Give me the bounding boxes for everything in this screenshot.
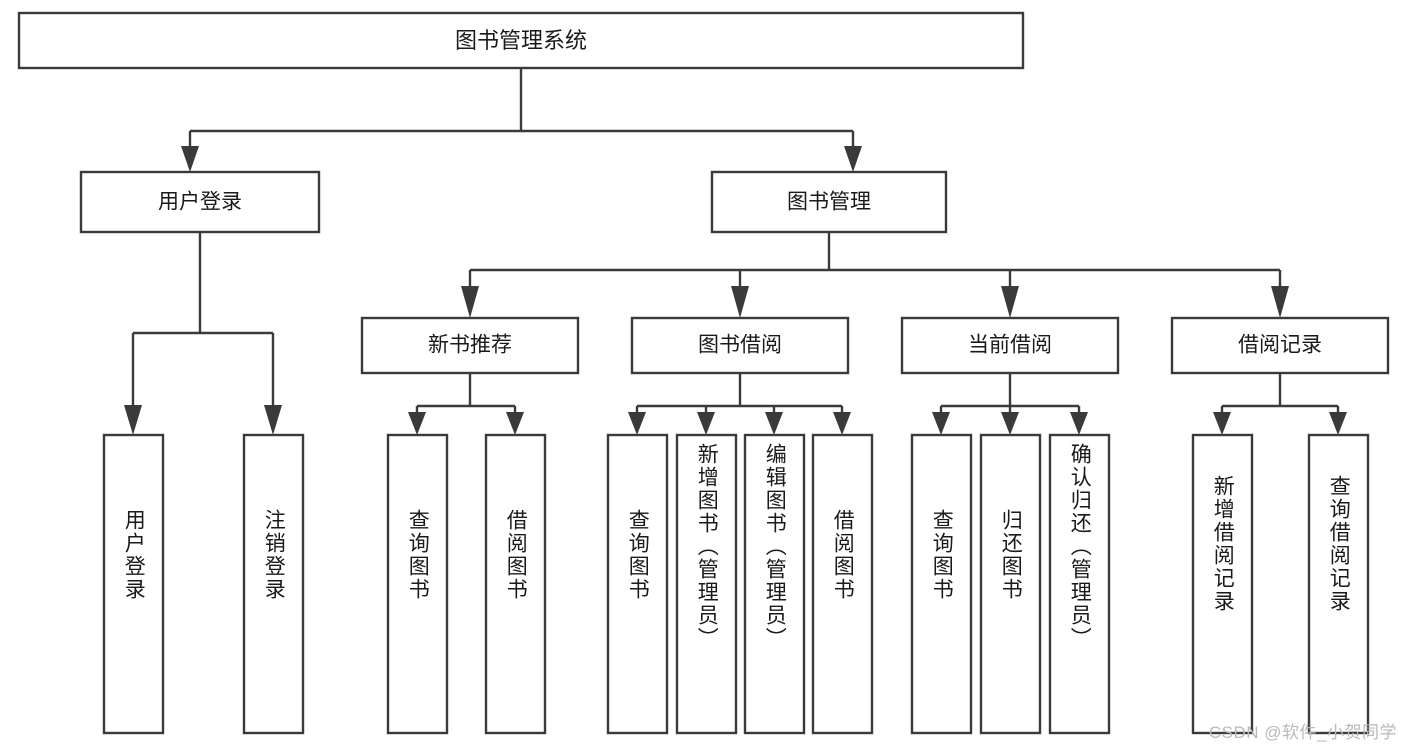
node-user-login-label: 用户登录: [158, 191, 242, 214]
node-borrow-record-label: 借阅记录: [1238, 334, 1322, 357]
leaf-box[interactable]: [1307, 433, 1370, 735]
leaf-boxes-current-borrow: [910, 433, 1111, 735]
leaf-boxes-borrow-record: [1191, 433, 1370, 735]
node-root[interactable]: 图书管理系统: [17, 11, 1025, 70]
leaf-box[interactable]: [484, 433, 547, 735]
leaf-box[interactable]: [102, 433, 165, 735]
leaf-box[interactable]: [386, 433, 449, 735]
connector-root-to-level1: [181, 68, 862, 172]
node-book-borrow[interactable]: 图书借阅: [630, 316, 850, 375]
node-current-borrow-label: 当前借阅: [968, 334, 1052, 357]
connector-new-book-to-leaves: [408, 373, 524, 435]
node-borrow-record[interactable]: 借阅记录: [1170, 316, 1390, 375]
leaf-box[interactable]: [606, 433, 669, 735]
leaf-box[interactable]: [811, 433, 874, 735]
leaf-box[interactable]: [910, 433, 973, 735]
leaf-boxes-user-login: [102, 433, 305, 735]
leaf-box[interactable]: [1048, 433, 1111, 735]
leaf-box[interactable]: [242, 433, 305, 735]
node-book-management-label: 图书管理: [787, 191, 871, 214]
csdn-watermark: CSDN @软件_小贺同学: [1208, 723, 1397, 742]
connector-book-borrow-to-leaves: [628, 373, 851, 435]
connector-level1-booking-to-level2: [461, 232, 1289, 318]
node-book-borrow-label: 图书借阅: [698, 334, 782, 357]
node-user-login[interactable]: 用户登录: [79, 170, 321, 234]
node-new-book-recommend-label: 新书推荐: [428, 334, 512, 357]
leaf-box[interactable]: [1191, 433, 1254, 735]
leaf-box[interactable]: [979, 433, 1042, 735]
connector-borrow-record-to-leaves: [1213, 373, 1347, 435]
leaf-boxes-book-borrow: [606, 433, 874, 735]
leaf-box[interactable]: [675, 433, 738, 735]
node-new-book-recommend[interactable]: 新书推荐: [360, 316, 580, 375]
node-root-label: 图书管理系统: [455, 28, 587, 53]
connector-current-borrow-to-leaves: [932, 373, 1088, 435]
connector-user-login-to-leaves: [124, 232, 282, 435]
node-current-borrow[interactable]: 当前借阅: [900, 316, 1120, 375]
leaf-boxes-new-book-recommend: [386, 433, 547, 735]
leaf-box[interactable]: [743, 433, 806, 735]
node-book-management[interactable]: 图书管理: [710, 170, 948, 234]
